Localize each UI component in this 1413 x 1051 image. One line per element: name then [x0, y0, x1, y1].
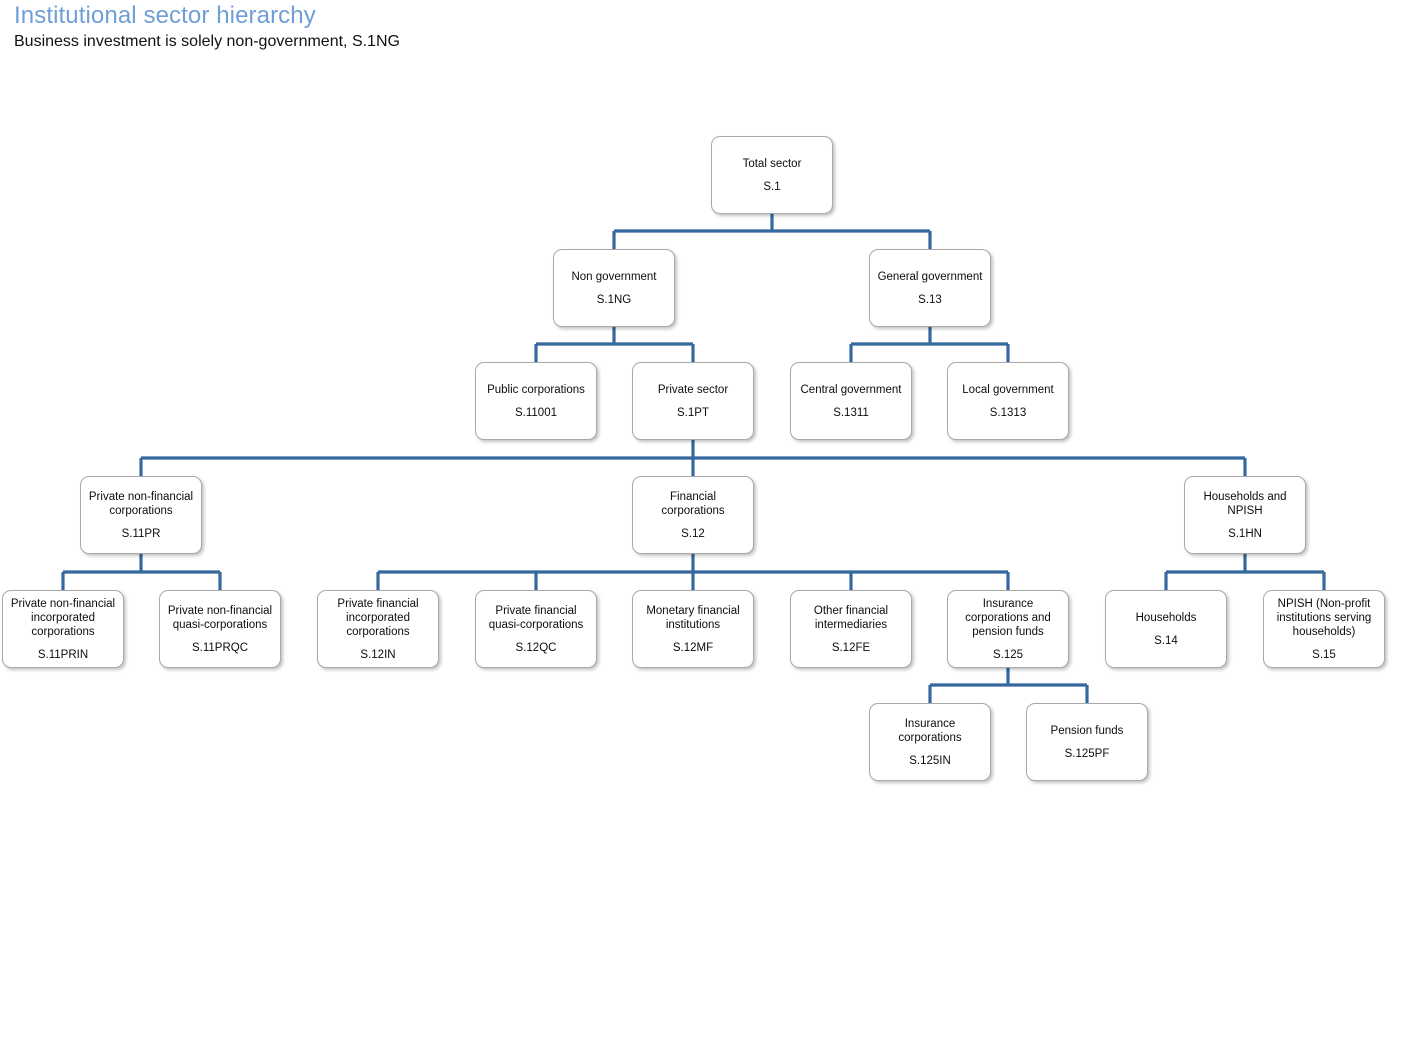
node-label: Private non-financial quasi-corporations: [167, 604, 273, 631]
node-code: S.11PR: [121, 527, 161, 540]
node-label: Public corporations: [487, 383, 585, 396]
node-code: S.12IN: [360, 648, 396, 661]
node-pf-incorporated[interactable]: Private financial incorporated corporati…: [317, 590, 439, 668]
node-code: S.11PRQC: [191, 641, 249, 654]
node-code: S.1NG: [596, 293, 632, 306]
node-label: Private sector: [657, 383, 729, 396]
node-code: S.15: [1312, 648, 1336, 661]
node-label: Households and NPISH: [1203, 490, 1287, 517]
node-label: Local government: [962, 383, 1054, 396]
node-code: S.1HN: [1228, 527, 1262, 540]
node-code: S.1PT: [677, 406, 709, 419]
node-npish[interactable]: NPISH (Non-profit institutions serving h…: [1263, 590, 1385, 668]
page-title: Institutional sector hierarchy: [14, 2, 316, 29]
node-code: S.12QC: [515, 641, 557, 654]
node-label: Total sector: [742, 157, 802, 170]
node-code: S.11PRIN: [37, 648, 89, 661]
node-label: NPISH (Non-profit institutions serving h…: [1276, 597, 1372, 638]
node-insurance-pension[interactable]: Insurance corporations and pension funds…: [947, 590, 1069, 668]
node-code: S.125IN: [909, 754, 951, 767]
node-code: S.14: [1154, 634, 1178, 647]
node-code: S.11001: [515, 406, 557, 419]
node-pnf-incorporated[interactable]: Private non-financial incorporated corpo…: [2, 590, 124, 668]
node-households-npish[interactable]: Households and NPISH S.1HN: [1184, 476, 1306, 554]
slide-header: Institutional sector hierarchy Business …: [14, 2, 1394, 52]
node-code: S.12MF: [672, 641, 714, 654]
node-label: Households: [1135, 611, 1197, 624]
node-label: Private non-financial incorporated corpo…: [10, 597, 116, 638]
node-code: S.12: [681, 527, 705, 540]
page-subtitle: Business investment is solely non-govern…: [14, 33, 400, 50]
node-code: S.125: [992, 648, 1024, 661]
node-label: Other financial intermediaries: [813, 604, 889, 631]
node-label: Non government: [571, 270, 657, 283]
node-code: S.13: [918, 293, 942, 306]
node-label: Central government: [800, 383, 902, 396]
node-label: Financial corporations: [661, 490, 725, 517]
node-label: Insurance corporations and pension funds: [965, 597, 1051, 638]
node-label: Private financial incorporated corporati…: [337, 597, 419, 638]
node-label: Pension funds: [1050, 724, 1124, 737]
node-label: Insurance corporations: [898, 717, 962, 744]
node-pnf-quasi[interactable]: Private non-financial quasi-corporations…: [159, 590, 281, 668]
node-label: Private non-financial corporations: [88, 490, 194, 517]
node-code: S.125PF: [1064, 747, 1110, 760]
node-label: Monetary financial institutions: [646, 604, 740, 631]
node-label: General government: [877, 270, 983, 283]
node-code: S.1311: [833, 406, 869, 419]
node-code: S.1: [763, 180, 781, 193]
node-code: S.12FE: [831, 641, 871, 654]
node-code: S.1313: [989, 406, 1027, 419]
node-label: Private financial quasi-corporations: [488, 604, 584, 631]
